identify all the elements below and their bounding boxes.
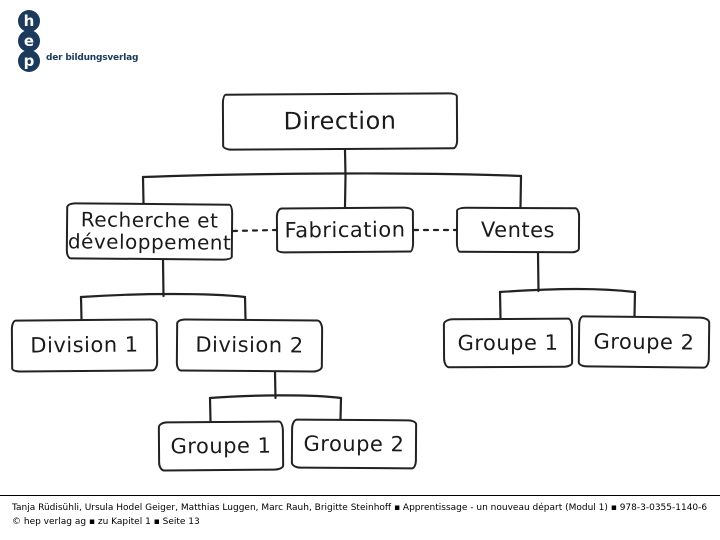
node-groupe-2-division[interactable]: Groupe 2 (290, 418, 418, 470)
node-groupe-2-ventes-label: Groupe 2 (593, 329, 695, 355)
edge-to-fabrication (343, 174, 347, 209)
node-fabrication-label: Fabrication (284, 217, 406, 243)
node-recherche-label: Recherche et développement (62, 207, 237, 255)
edge-level2-left-bus (79, 292, 247, 299)
edge-to-groupe1-division (208, 396, 212, 423)
footer-credits-line: Tanja Rüdisühli, Ursula Hodel Geiger, Ma… (12, 503, 708, 513)
logo-letter-p: p (18, 50, 40, 72)
node-division-2-label: Division 2 (195, 332, 304, 358)
node-groupe-2-division-label: Groupe 2 (303, 431, 405, 456)
node-groupe-1-ventes[interactable]: Groupe 1 (442, 317, 574, 369)
node-fabrication[interactable]: Fabrication (275, 206, 415, 254)
edge-recherche-stem (161, 258, 165, 298)
node-groupe-1-ventes-label: Groupe 1 (457, 330, 559, 355)
node-division-1-label: Division 1 (30, 332, 139, 358)
slide-footer: Tanja Rüdisühli, Ursula Hodel Geiger, Ma… (0, 495, 720, 540)
connector-lines (79, 148, 637, 423)
node-recherche-developpement[interactable]: Recherche et développement (65, 202, 234, 261)
node-direction-label: Direction (283, 106, 397, 135)
edge-level2-right-bus (498, 287, 637, 294)
node-division-2[interactable]: Division 2 (175, 318, 324, 373)
footer-publisher-line: © hep verlag ag ▪ zu Kapitel 1 ▪ Seite 1… (12, 516, 200, 527)
edge-to-division2 (243, 295, 247, 321)
edge-recherche-fabrication-dotted (231, 228, 278, 233)
node-groupe-1-division-label: Groupe 1 (170, 433, 272, 459)
org-chart: Direction Recherche et développement Fab… (10, 92, 711, 472)
edge-division2-stem (273, 370, 277, 400)
edge-level3-bus (208, 394, 343, 400)
edge-ventes-stem (536, 251, 540, 293)
edge-to-groupe1-ventes (498, 290, 502, 320)
node-recherche-line2: développement (67, 228, 232, 255)
edge-to-groupe2-ventes (633, 290, 637, 318)
edge-to-recherche (141, 175, 145, 205)
edge-to-division1 (79, 295, 83, 321)
edge-level1-bus (141, 172, 523, 179)
logo-letter-h: h (18, 10, 40, 32)
edge-direction-stem (343, 148, 347, 178)
node-ventes-label: Ventes (480, 217, 556, 242)
hep-logo: h e p der bildungsverlag (10, 8, 190, 72)
node-groupe-2-ventes[interactable]: Groupe 2 (577, 315, 711, 369)
logo-tagline: der bildungsverlag (46, 53, 139, 63)
node-ventes[interactable]: Ventes (455, 206, 581, 254)
node-direction[interactable]: Direction (221, 92, 459, 151)
node-groupe-1-division[interactable]: Groupe 1 (157, 420, 285, 472)
node-division-1[interactable]: Division 1 (10, 318, 159, 373)
logo-letter-e: e (18, 30, 40, 52)
edge-to-ventes (519, 174, 523, 209)
edge-to-groupe2-division (339, 396, 343, 421)
